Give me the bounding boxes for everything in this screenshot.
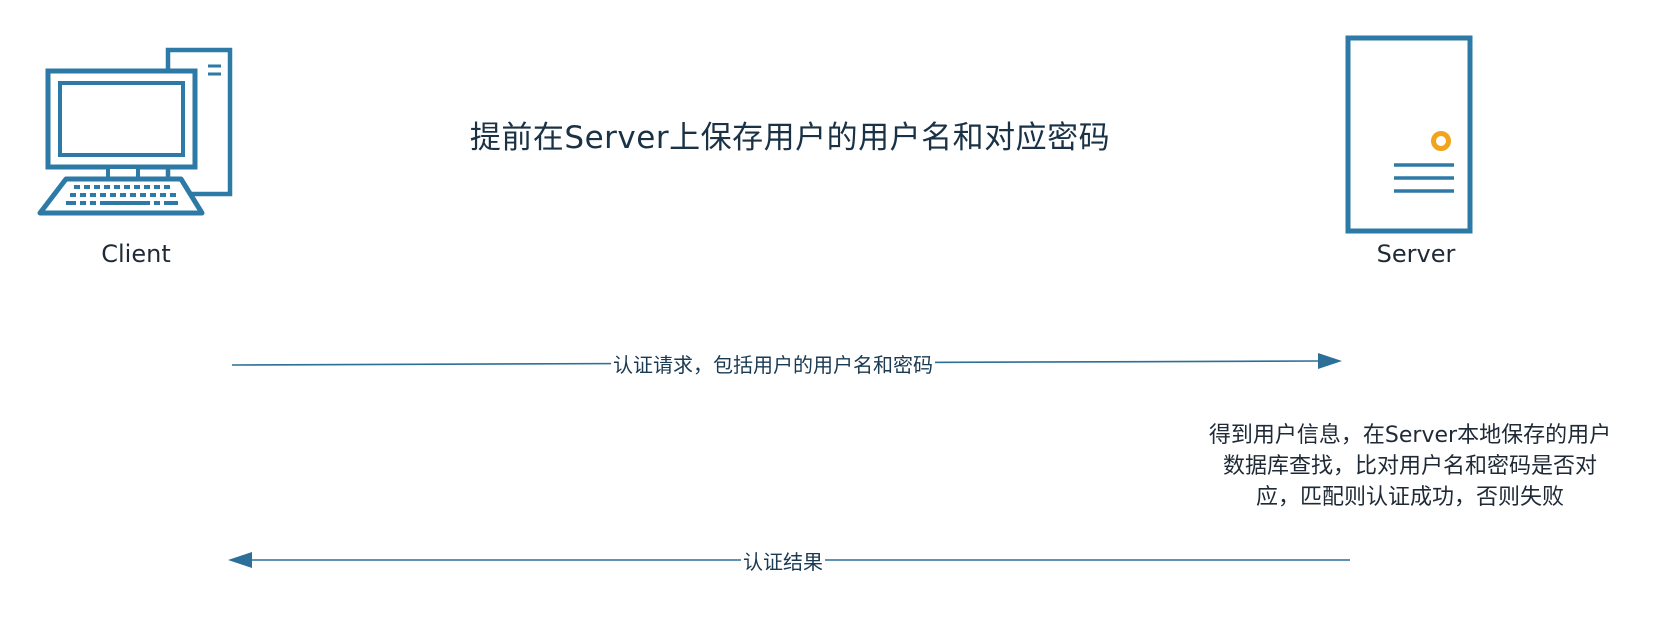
request-message-label: 认证请求，包括用户的用户名和密码 — [611, 349, 935, 378]
request-arrow-head — [1318, 353, 1342, 369]
server-label: Server — [1376, 240, 1456, 268]
response-arrow-head — [228, 552, 252, 568]
server-note-line: 得到用户信息，在Server本地保存的用户 — [1208, 423, 1612, 448]
diagram-title: 提前在Server上保存用户的用户名和对应密码 — [469, 120, 1111, 156]
server-tower-icon — [1344, 35, 1474, 239]
client-label: Client — [101, 240, 171, 268]
response-message-label: 认证结果 — [741, 546, 825, 575]
client-computer-icon — [36, 46, 236, 225]
server-note-line: 应，匹配则认证成功，否则失败 — [1255, 485, 1564, 510]
desktop-computer-icon — [37, 47, 233, 216]
server-note-line: 数据库查找，比对用户名和密码是否对 — [1222, 454, 1597, 479]
server-processing-note: 得到用户信息，在Server本地保存的用户 数据库查找，比对用户名和密码是否对 … — [1180, 420, 1640, 513]
